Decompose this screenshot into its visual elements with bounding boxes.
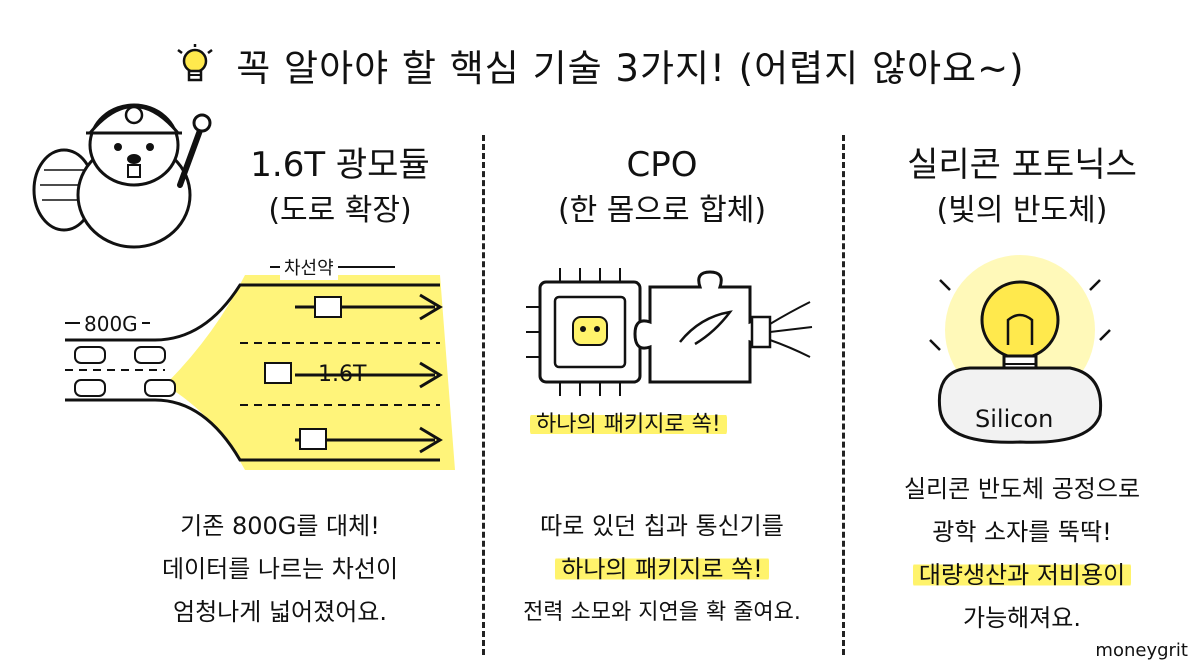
col1-line1: 기존 800G를 대체! — [180, 512, 380, 540]
col3-line3-highlight: 대량생산과 저비용이 — [912, 561, 1132, 589]
col2-body: 따로 있던 칩과 통신기를 하나의 패키지로 쏙! 전력 소모와 지연을 확 줄… — [492, 505, 832, 634]
speed-800g-label: 800G — [80, 312, 142, 336]
road-expansion-illustration — [55, 245, 475, 489]
watermark-text: moneygrit — [1095, 640, 1188, 661]
cpo-highlight-text: 하나의 패키지로 쏙! — [530, 412, 727, 437]
col3-body: 실리콘 반도체 공정으로 광학 소자를 뚝딱! 대량생산과 저비용이 가능해져요… — [852, 468, 1192, 640]
col2-line3: 전력 소모와 지연을 확 줄여요. — [523, 600, 801, 625]
silicon-label: Silicon — [975, 405, 1054, 433]
cpo-highlight-label: 하나의 패키지로 쏙! — [530, 406, 727, 438]
speed-1-6t-label: 1.6T — [318, 362, 367, 387]
lightbulb-icon — [175, 44, 215, 97]
silicon-bulb-illustration — [910, 250, 1130, 454]
col2-line2-highlight: 하나의 패키지로 쏙! — [555, 555, 769, 583]
title-text: 꼭 알아야 할 핵심 기술 3가지! (어렵지 않아요~) — [236, 47, 1025, 90]
col2-line1: 따로 있던 칩과 통신기를 — [540, 512, 784, 540]
col1-line3: 엄청나게 넓어졌어요. — [173, 598, 387, 626]
col3-line4: 가능해져요. — [962, 604, 1082, 632]
col3-title: 실리콘 포토닉스 — [907, 145, 1137, 185]
page-title: 꼭 알아야 할 핵심 기술 3가지! (어렵지 않아요~) — [0, 38, 1200, 97]
beaver-mascot — [30, 85, 212, 254]
col1-line2: 데이터를 나르는 차선이 — [161, 555, 399, 583]
col2-line2: 하나의 패키지로 쏙! — [492, 548, 832, 591]
col3-subtitle: (빛의 반도체) — [936, 193, 1108, 228]
col1-title: 1.6T 광모듈 — [250, 145, 430, 185]
col3-line1: 실리콘 반도체 공정으로 — [903, 475, 1141, 503]
divider-right — [842, 135, 845, 655]
col1-body: 기존 800G를 대체! 데이터를 나르는 차선이 엄청나게 넓어졌어요. — [90, 505, 470, 634]
col2-subtitle: (한 몸으로 합체) — [557, 193, 767, 228]
lane-label: 차선약 — [280, 254, 338, 280]
col1-subtitle: (도로 확장) — [268, 193, 412, 228]
col2-title: CPO — [626, 145, 698, 185]
col3-line2: 광학 소자를 뚝딱! — [932, 518, 1112, 546]
divider-left — [482, 135, 485, 655]
col3-line3: 대량생산과 저비용이 — [852, 554, 1192, 597]
chip-puzzle-illustration — [520, 262, 820, 406]
